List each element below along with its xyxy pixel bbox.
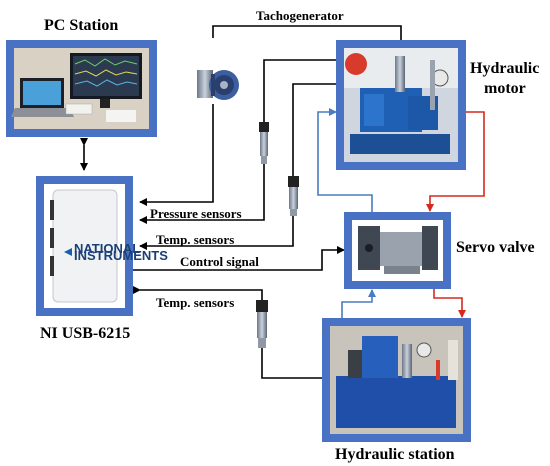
tachogenerator-photo <box>190 64 242 104</box>
ni-usb-label: NI USB-6215 <box>40 325 130 342</box>
daq-photo: NATIONAL INSTRUMENTS <box>36 176 168 316</box>
pc-station-label: PC Station <box>44 17 118 34</box>
tachogenerator-to-daq-wire <box>139 104 214 206</box>
daq-brand-line2: INSTRUMENTS <box>74 248 168 263</box>
temp-sensor-bottom-photo <box>256 300 268 348</box>
servo-valve-label: Servo valve <box>456 239 535 256</box>
hydraulic-station-photo <box>322 318 471 442</box>
temp-sensor-bottom-to-daq-wire <box>133 286 263 300</box>
control-signal-wire <box>133 246 345 271</box>
temp-sensors-top-label: Temp. sensors <box>156 232 234 247</box>
pc-station-photo <box>6 40 157 137</box>
control-signal-label: Control signal <box>180 254 259 269</box>
pressure-sensor-photo <box>259 122 269 164</box>
temp-sensor-bottom-wire <box>261 348 322 379</box>
pressure-sensor-to-daq-wire <box>139 164 265 224</box>
daq-brand-line1: NATIONAL <box>74 241 140 256</box>
pressure-sensor-top-wire <box>263 59 336 122</box>
tachogenerator-label: Tachogenerator <box>256 8 344 23</box>
hydraulic-station-label: Hydraulic station <box>335 446 455 463</box>
tachogenerator-top-wire <box>212 25 402 44</box>
motor-to-servo-return <box>426 111 485 212</box>
hydraulic-motor-photo <box>336 40 466 170</box>
station-to-servo-flow <box>341 289 376 318</box>
servo-to-station-return <box>433 289 466 318</box>
servo-to-motor-flow <box>317 108 373 212</box>
temp-sensor-top-photo <box>288 176 299 216</box>
hydraulic-motor-label-line2: motor <box>484 80 526 97</box>
temp-sensor-top-wire <box>292 83 336 176</box>
temp-sensors-bottom-label: Temp. sensors <box>156 295 234 310</box>
pressure-sensors-label: Pressure sensors <box>150 206 242 221</box>
servo-valve-photo <box>344 212 451 289</box>
temp-sensor-top-to-daq-wire <box>139 216 294 250</box>
hydraulic-motor-label-line1: Hydraulic <box>470 60 539 77</box>
